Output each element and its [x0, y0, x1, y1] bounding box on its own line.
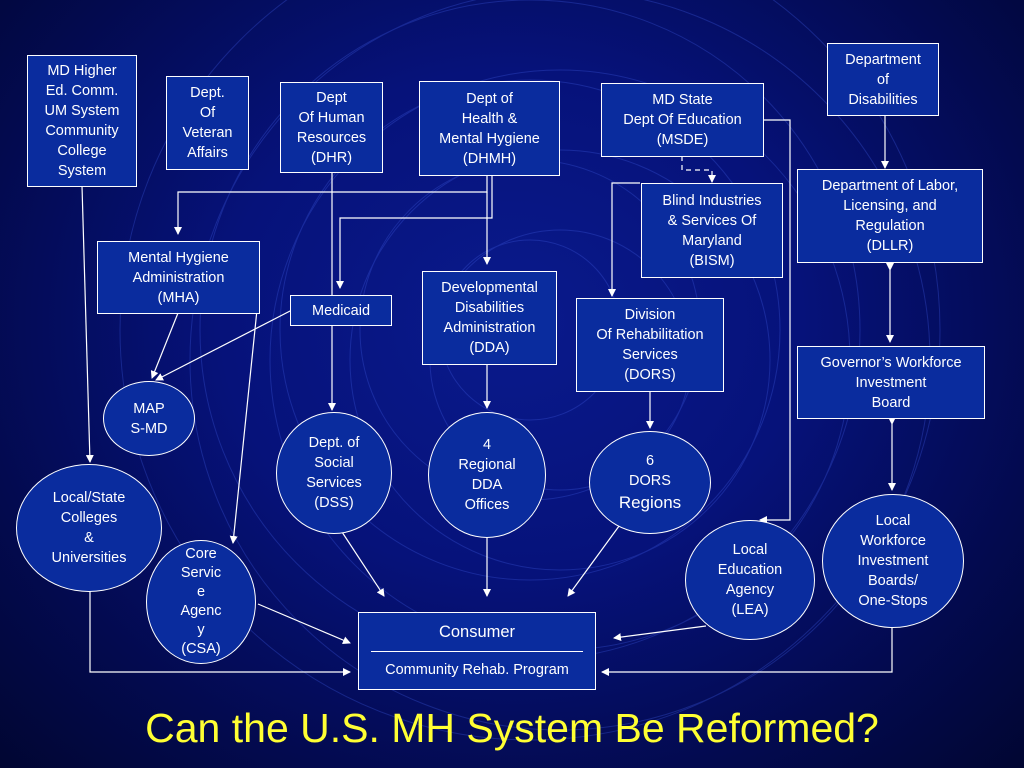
arrow-lea-consumer — [613, 625, 707, 642]
arrow-colleges-consumer — [89, 590, 351, 676]
node-lea: Local Education Agency (LEA) — [685, 520, 815, 640]
node-dept-disabilities: Department of Disabilities — [827, 43, 939, 116]
node-local-colleges: Local/State Colleges & Universities — [16, 464, 162, 592]
node-dors-regions: 6 DORS Regions — [589, 431, 711, 534]
consumer-title: Consumer — [438, 623, 516, 641]
arrow-mha-map — [150, 312, 179, 379]
arrow-msde-lea — [759, 119, 791, 524]
arrow-dss-consumer — [341, 531, 385, 597]
consumer-divider — [371, 650, 583, 652]
arrow-medicaid-map — [155, 309, 293, 381]
node-gwib: Governor’s Workforce Investment Board — [797, 346, 985, 419]
slide-title: Can the U.S. MH System Be Reformed? — [145, 705, 879, 751]
consumer-subtitle: Community Rehab. Program — [385, 661, 569, 678]
node-dors: Division Of Rehabilitation Services (DOR… — [576, 298, 724, 392]
node-md-higher-ed: MD Higher Ed. Comm. UM System Community … — [27, 55, 137, 187]
node-mha: Mental Hygiene Administration (MHA) — [97, 241, 260, 314]
arrow-regions-consumer — [567, 521, 623, 597]
arrow-highered-colleges — [81, 185, 94, 463]
arrow-msde-dors — [608, 182, 640, 297]
arrow-mha-csa — [229, 299, 259, 544]
node-dhmh: Dept of Health & Mental Hygiene (DHMH) — [419, 81, 560, 176]
node-regional-dda: 4 Regional DDA Offices — [428, 412, 546, 538]
node-bism: Blind Industries & Services Of Maryland … — [641, 183, 783, 278]
arrow-csa-consumer — [257, 603, 351, 644]
node-msde: MD State Dept Of Education (MSDE) — [601, 83, 764, 157]
arrow-lwib-consumer — [601, 628, 893, 676]
node-lwib: Local Workforce Investment Boards/ One-S… — [822, 494, 964, 628]
node-map: MAP S-MD — [103, 381, 195, 456]
node-csa: Core Servic e Agenc y (CSA) — [146, 540, 256, 664]
dors-regions-number: 6 DORS — [629, 452, 671, 489]
node-medicaid: Medicaid — [290, 295, 392, 326]
node-dda: Developmental Disabilities Administratio… — [422, 271, 557, 365]
node-dhr: Dept Of Human Resources (DHR) — [280, 82, 383, 173]
node-consumer: Consumer Community Rehab. Program — [358, 612, 596, 690]
node-veteran-affairs: Dept. Of Veteran Affairs — [166, 76, 249, 170]
arrow-dhmh-medicaid — [336, 162, 493, 289]
dors-regions-word: Regions — [618, 492, 682, 512]
node-dss: Dept. of Social Services (DSS) — [276, 412, 392, 534]
arrow-msde-bism — [681, 156, 716, 183]
node-dllr: Department of Labor, Licensing, and Regu… — [797, 169, 983, 263]
